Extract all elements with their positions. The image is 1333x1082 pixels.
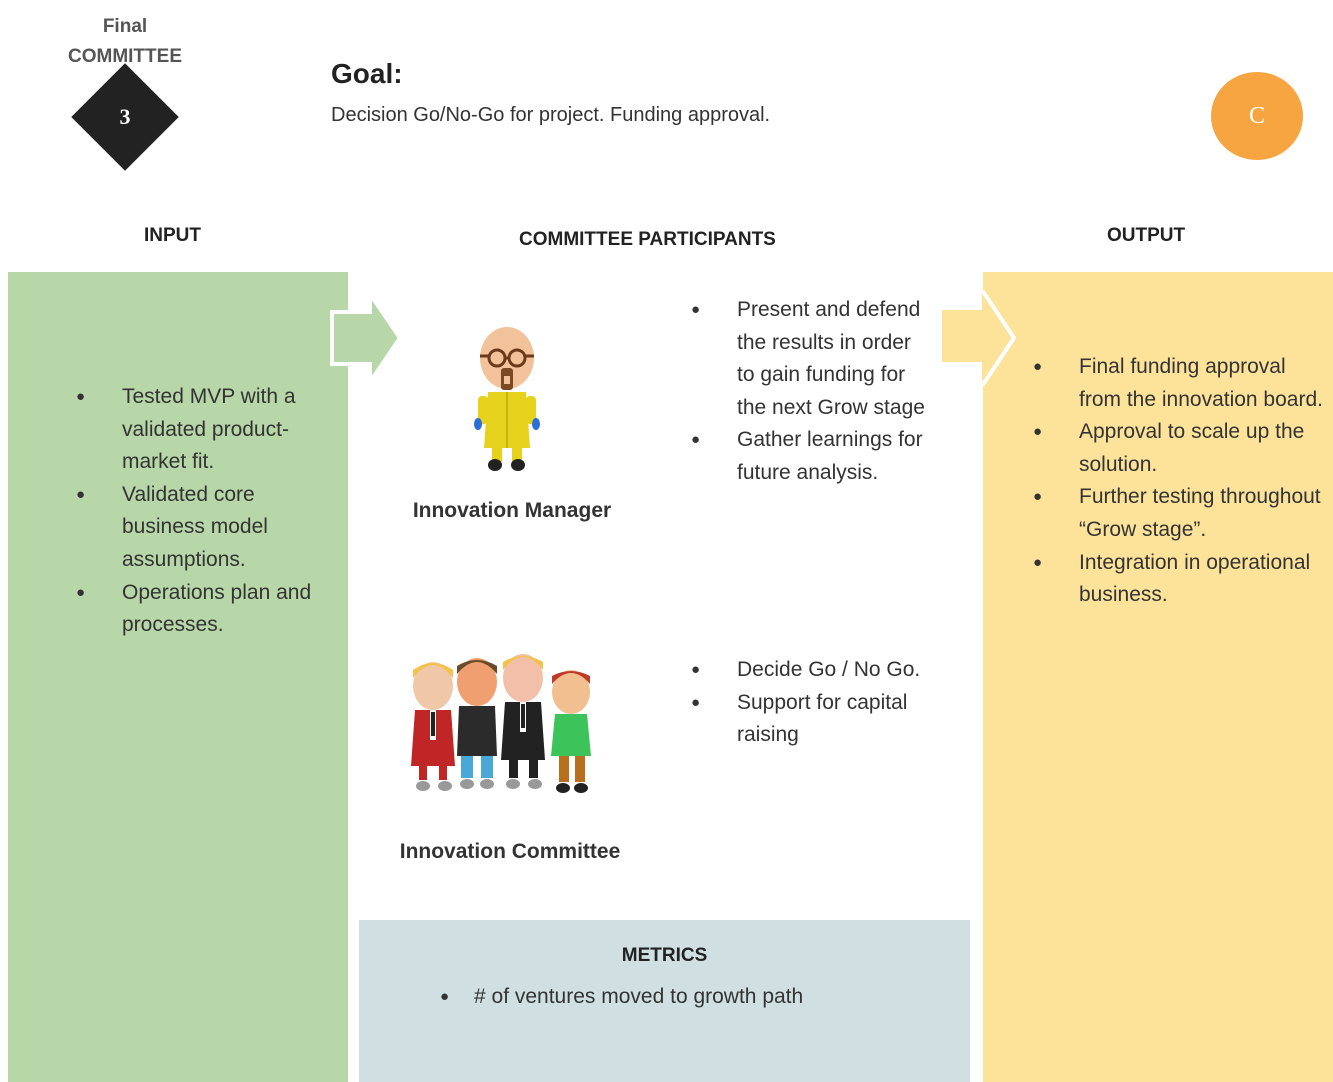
innovation-committee-icon [411,654,591,793]
committee-stage-label: Final COMMITTEE [40,12,210,72]
output-arrow-icon [942,290,1017,386]
innovation-manager-label: Innovation Manager [412,499,612,522]
output-item: Integration in operational business. [1033,547,1329,612]
output-item: Final funding approval from the innovati… [1033,351,1329,416]
input-item: Tested MVP with a validated product-mark… [76,381,341,479]
output-item: Approval to scale up the solution. [1033,416,1329,481]
goal-text: Decision Go/No-Go for project. Funding a… [331,104,771,126]
committee-label-line1: Final [102,16,148,37]
output-item: Further testing throughout “Grow stage”. [1033,481,1329,546]
output-heading: OUTPUT [1107,225,1186,246]
stage-badge: C [1211,72,1303,160]
participants-heading: COMMITTEE PARTICIPANTS [519,229,776,250]
metrics-title: METRICS [621,945,708,966]
manager-item: Present and defend the results in order … [691,294,931,424]
input-item: Operations plan and processes. [76,577,341,642]
input-item: Validated core business model assumption… [76,479,341,577]
manager-responsibilities-list: Present and defend the results in order … [691,294,931,490]
innovation-manager-icon [474,327,540,471]
committee-item: Decide Go / No Go. [691,654,931,687]
output-list: Final funding approval from the innovati… [1033,351,1329,612]
goal-title: Goal: [331,58,403,89]
metrics-item: # of ventures moved to growth path [440,981,940,1014]
input-arrow-icon [330,292,403,384]
input-list: Tested MVP with a validated product-mark… [76,381,341,642]
innovation-committee-label: Innovation Committee [399,840,621,863]
committee-item: Support for capital raising [691,687,931,752]
metrics-list: # of ventures moved to growth path [440,981,940,1014]
step-number: 3 [119,104,131,129]
input-heading: INPUT [144,225,201,246]
committee-responsibilities-list: Decide Go / No Go. Support for capital r… [691,654,931,752]
manager-item: Gather learnings for future analysis. [691,424,931,489]
committee-label-line2: COMMITTEE [68,46,182,67]
